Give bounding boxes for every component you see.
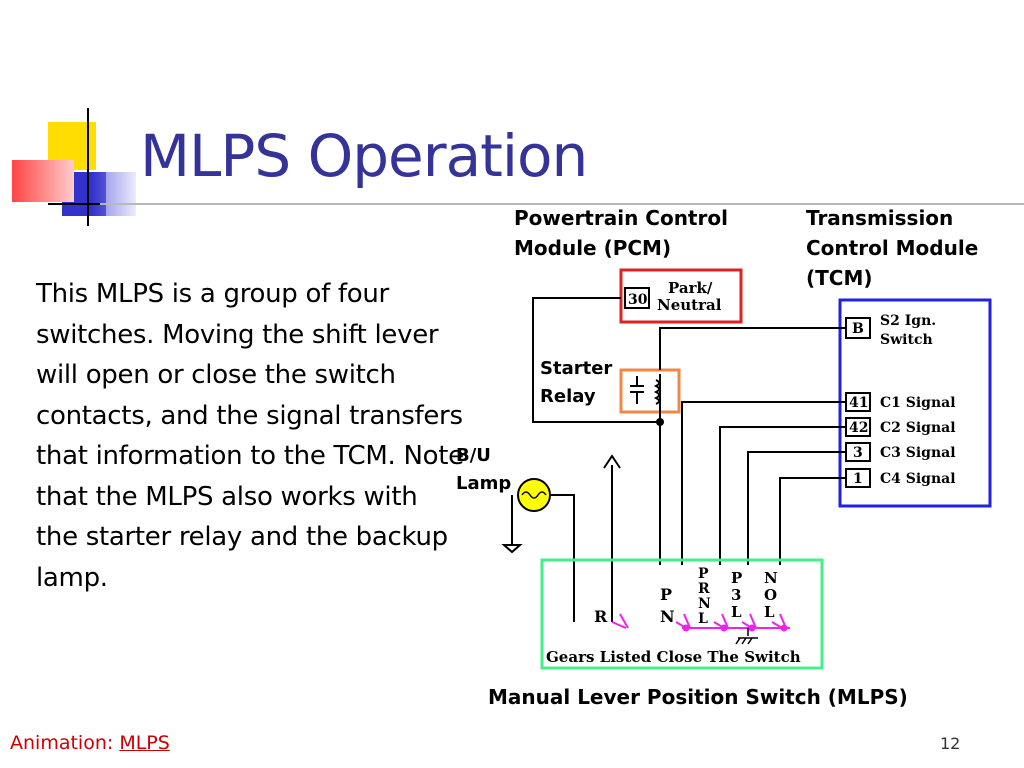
- body-text: This MLPS is a group of four switches. M…: [36, 279, 464, 593]
- gear-nol-l: L: [764, 603, 775, 621]
- tcm-label: Transmission Control Module (TCM): [806, 203, 978, 293]
- bu-lamp-icon: [517, 478, 551, 512]
- gear-p3l-p: P: [731, 569, 742, 587]
- footer: Animation: MLPS: [10, 732, 170, 754]
- tcm-label-line1: Transmission: [806, 206, 954, 230]
- wiring: [511, 297, 846, 622]
- pcm-pin: 30: [628, 292, 648, 308]
- tcm-pin-1: 1: [853, 471, 863, 487]
- tcm-pin-3: 3: [853, 445, 863, 461]
- gear-r: R: [594, 607, 608, 626]
- pcm-signal-line2: Neutral: [657, 296, 722, 314]
- switch-box-caption: Gears Listed Close The Switch: [546, 648, 801, 666]
- pcm-box: [619, 268, 743, 324]
- mlps-box: [540, 558, 824, 670]
- gear-prnl-n: N: [698, 596, 711, 612]
- gear-p3l-l: L: [731, 603, 742, 621]
- tcm-signal-42: C2 Signal: [880, 420, 956, 436]
- switch-ground-icon: [735, 628, 758, 645]
- starter-relay-line1: Starter: [540, 358, 613, 379]
- mlps-caption: Manual Lever Position Switch (MLPS): [488, 685, 908, 709]
- gear-nol-n: N: [764, 569, 778, 587]
- ground-icon: [501, 544, 523, 554]
- tcm-signal-b-line1: S2 Ign.: [880, 313, 936, 329]
- pcm-signal-line1: Park/: [668, 279, 713, 297]
- gear-p3l-3: 3: [731, 586, 741, 604]
- tcm-pin-41: 41: [849, 395, 868, 411]
- title-rule: [100, 203, 1024, 205]
- tcm-label-line3: (TCM): [806, 266, 873, 290]
- bu-lamp-label: B/U Lamp: [456, 442, 511, 498]
- page-title: MLPS Operation: [140, 122, 588, 190]
- tcm-signal-b-line2: Switch: [880, 332, 933, 348]
- tcm-pin-42: 42: [849, 420, 868, 436]
- gear-nol-o: O: [764, 586, 777, 604]
- pcm-label: Powertrain Control Module (PCM): [514, 203, 728, 263]
- tcm-pin-b: B: [852, 321, 864, 337]
- junction-dot: [656, 418, 664, 426]
- relay-coil-icon: [630, 374, 661, 412]
- starter-relay-box: [619, 368, 681, 414]
- footer-label: Animation:: [10, 732, 114, 754]
- gear-prnl-r: R: [698, 581, 710, 597]
- tcm-signal-41: C1 Signal: [880, 395, 956, 411]
- pcm-pin-box: [624, 287, 650, 309]
- gear-prnl-p: P: [698, 566, 709, 582]
- gear-prnl-l: L: [698, 611, 708, 627]
- pcm-label-line1: Powertrain Control: [514, 206, 728, 230]
- bu-lamp-line1: B/U: [456, 445, 491, 466]
- switch-contacts: [611, 613, 790, 632]
- gear-pn-n: N: [660, 607, 675, 626]
- animation-link[interactable]: MLPS: [119, 732, 170, 754]
- starter-relay-label: Starter Relay: [540, 355, 612, 411]
- pcm-label-line2: Module (PCM): [514, 236, 672, 260]
- tcm-label-line2: Control Module: [806, 236, 979, 260]
- tcm-signal-1: C4 Signal: [880, 471, 956, 487]
- gear-pn-p: P: [660, 585, 672, 604]
- tcm-signal-3: C3 Signal: [880, 445, 956, 461]
- bu-lamp-line2: Lamp: [456, 473, 512, 494]
- arrow-up-icon: [603, 454, 621, 469]
- slide-number: 12: [940, 734, 961, 753]
- starter-relay-line2: Relay: [540, 386, 596, 407]
